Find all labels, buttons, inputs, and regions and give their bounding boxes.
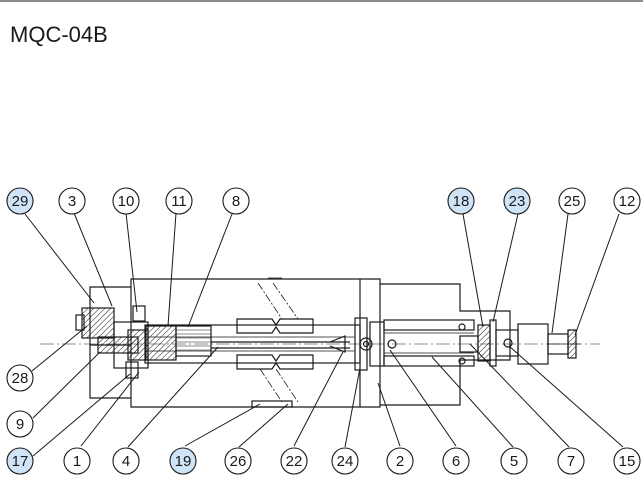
callout-7-label: 7 (567, 453, 575, 470)
callout-25-circle (558, 187, 586, 215)
callout-18: 18 (447, 187, 475, 215)
callout-29-label: 29 (12, 193, 29, 210)
callout-23-label: 23 (509, 193, 526, 210)
callout-18-label: 18 (453, 193, 470, 210)
callout-2: 2 (386, 447, 414, 475)
callout-15: 15 (613, 447, 641, 475)
callout-8-label: 8 (232, 193, 240, 210)
callout-6-label: 6 (452, 453, 460, 470)
callout-bubbles: 29 3 10 11 8 18 23 25 (6, 187, 641, 475)
callout-11-circle (165, 187, 193, 215)
callout-3-circle (58, 187, 86, 215)
callout-26: 26 (224, 447, 252, 475)
callout-28: 28 (6, 364, 34, 392)
callout-5: 5 (500, 447, 528, 475)
callout-29-circle (6, 187, 34, 215)
callout-22-circle (280, 447, 308, 475)
body-outline (89, 278, 511, 408)
callout-24: 24 (331, 447, 359, 475)
callout-8-circle (222, 187, 250, 215)
callout-23-circle (503, 187, 531, 215)
callout-17-circle (6, 447, 34, 475)
callout-9: 9 (6, 410, 34, 438)
callout-3: 3 (58, 187, 86, 215)
callout-23: 23 (503, 187, 531, 215)
callout-1: 1 (63, 447, 91, 475)
callout-4-label: 4 (122, 453, 130, 470)
callout-9-circle (6, 410, 34, 438)
callout-28-label: 28 (12, 370, 29, 387)
callout-18-circle (447, 187, 475, 215)
callout-25: 25 (558, 187, 586, 215)
cylinder-body (40, 277, 600, 408)
callout-10-circle (112, 187, 140, 215)
callout-6-circle (442, 447, 470, 475)
callout-10-label: 10 (118, 193, 135, 210)
callout-15-label: 15 (619, 453, 636, 470)
callout-8: 8 (222, 187, 250, 215)
model-title: MQC-04B (10, 22, 108, 47)
callout-15-circle (613, 447, 641, 475)
callout-24-label: 24 (337, 453, 354, 470)
callout-6: 6 (442, 447, 470, 475)
callout-3-label: 3 (68, 193, 76, 210)
callout-9-label: 9 (16, 416, 24, 433)
callout-17: 17 (6, 447, 34, 475)
callout-2-label: 2 (396, 453, 404, 470)
callout-11: 11 (165, 187, 193, 215)
leader-lines (24, 212, 624, 457)
callout-19-circle (169, 447, 197, 475)
callout-4-circle (112, 447, 140, 475)
callout-19-label: 19 (175, 453, 192, 470)
callout-28-circle (6, 364, 34, 392)
callout-4: 4 (112, 447, 140, 475)
callout-22: 22 (280, 447, 308, 475)
callout-25-label: 25 (564, 193, 581, 210)
callout-24-circle (331, 447, 359, 475)
callout-12-label: 12 (619, 193, 636, 210)
callout-2-circle (386, 447, 414, 475)
callout-12: 12 (613, 187, 641, 215)
callout-26-circle (224, 447, 252, 475)
callout-10: 10 (112, 187, 140, 215)
callout-22-label: 22 (286, 453, 303, 470)
callout-29: 29 (6, 187, 34, 215)
callout-1-circle (63, 447, 91, 475)
callout-5-label: 5 (510, 453, 518, 470)
callout-12-circle (613, 187, 641, 215)
callout-7-circle (557, 447, 585, 475)
callout-19: 19 (169, 447, 197, 475)
callout-11-label: 11 (171, 193, 187, 210)
callout-1-label: 1 (73, 453, 81, 470)
callout-26-label: 26 (230, 453, 247, 470)
callout-7: 7 (557, 447, 585, 475)
callout-17-label: 17 (12, 453, 29, 470)
callout-5-circle (500, 447, 528, 475)
